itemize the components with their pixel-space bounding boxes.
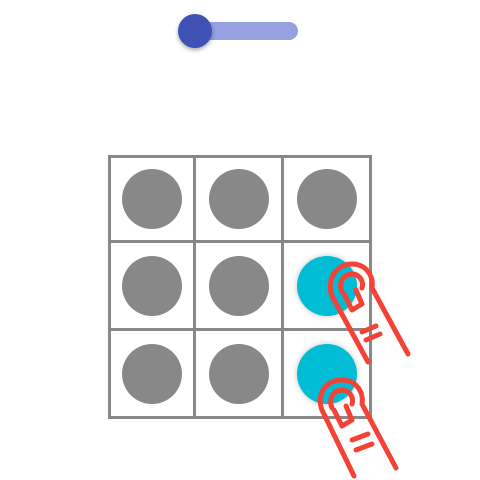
grid-cell[interactable]: [284, 243, 372, 331]
dot-off[interactable]: [122, 343, 182, 404]
dot-on[interactable]: [296, 255, 357, 316]
toggle-thumb[interactable]: [178, 14, 212, 48]
grid-cell[interactable]: [196, 155, 284, 243]
mode-toggle-switch[interactable]: [178, 14, 300, 48]
dot-off[interactable]: [208, 255, 269, 316]
grid-cell[interactable]: [284, 331, 372, 419]
grid-cell[interactable]: [196, 243, 284, 331]
grid-cell[interactable]: [108, 243, 196, 331]
dot-off[interactable]: [208, 169, 269, 229]
dot-off[interactable]: [122, 169, 182, 229]
dot-off[interactable]: [208, 343, 269, 404]
grid-cell[interactable]: [108, 155, 196, 243]
toggle-track: [194, 22, 298, 40]
dot-grid: [108, 155, 372, 419]
dot-on[interactable]: [296, 343, 357, 404]
grid-cell[interactable]: [108, 331, 196, 419]
dot-off[interactable]: [296, 169, 357, 229]
dot-off[interactable]: [122, 255, 182, 316]
grid-cell[interactable]: [284, 155, 372, 243]
grid-cell[interactable]: [196, 331, 284, 419]
